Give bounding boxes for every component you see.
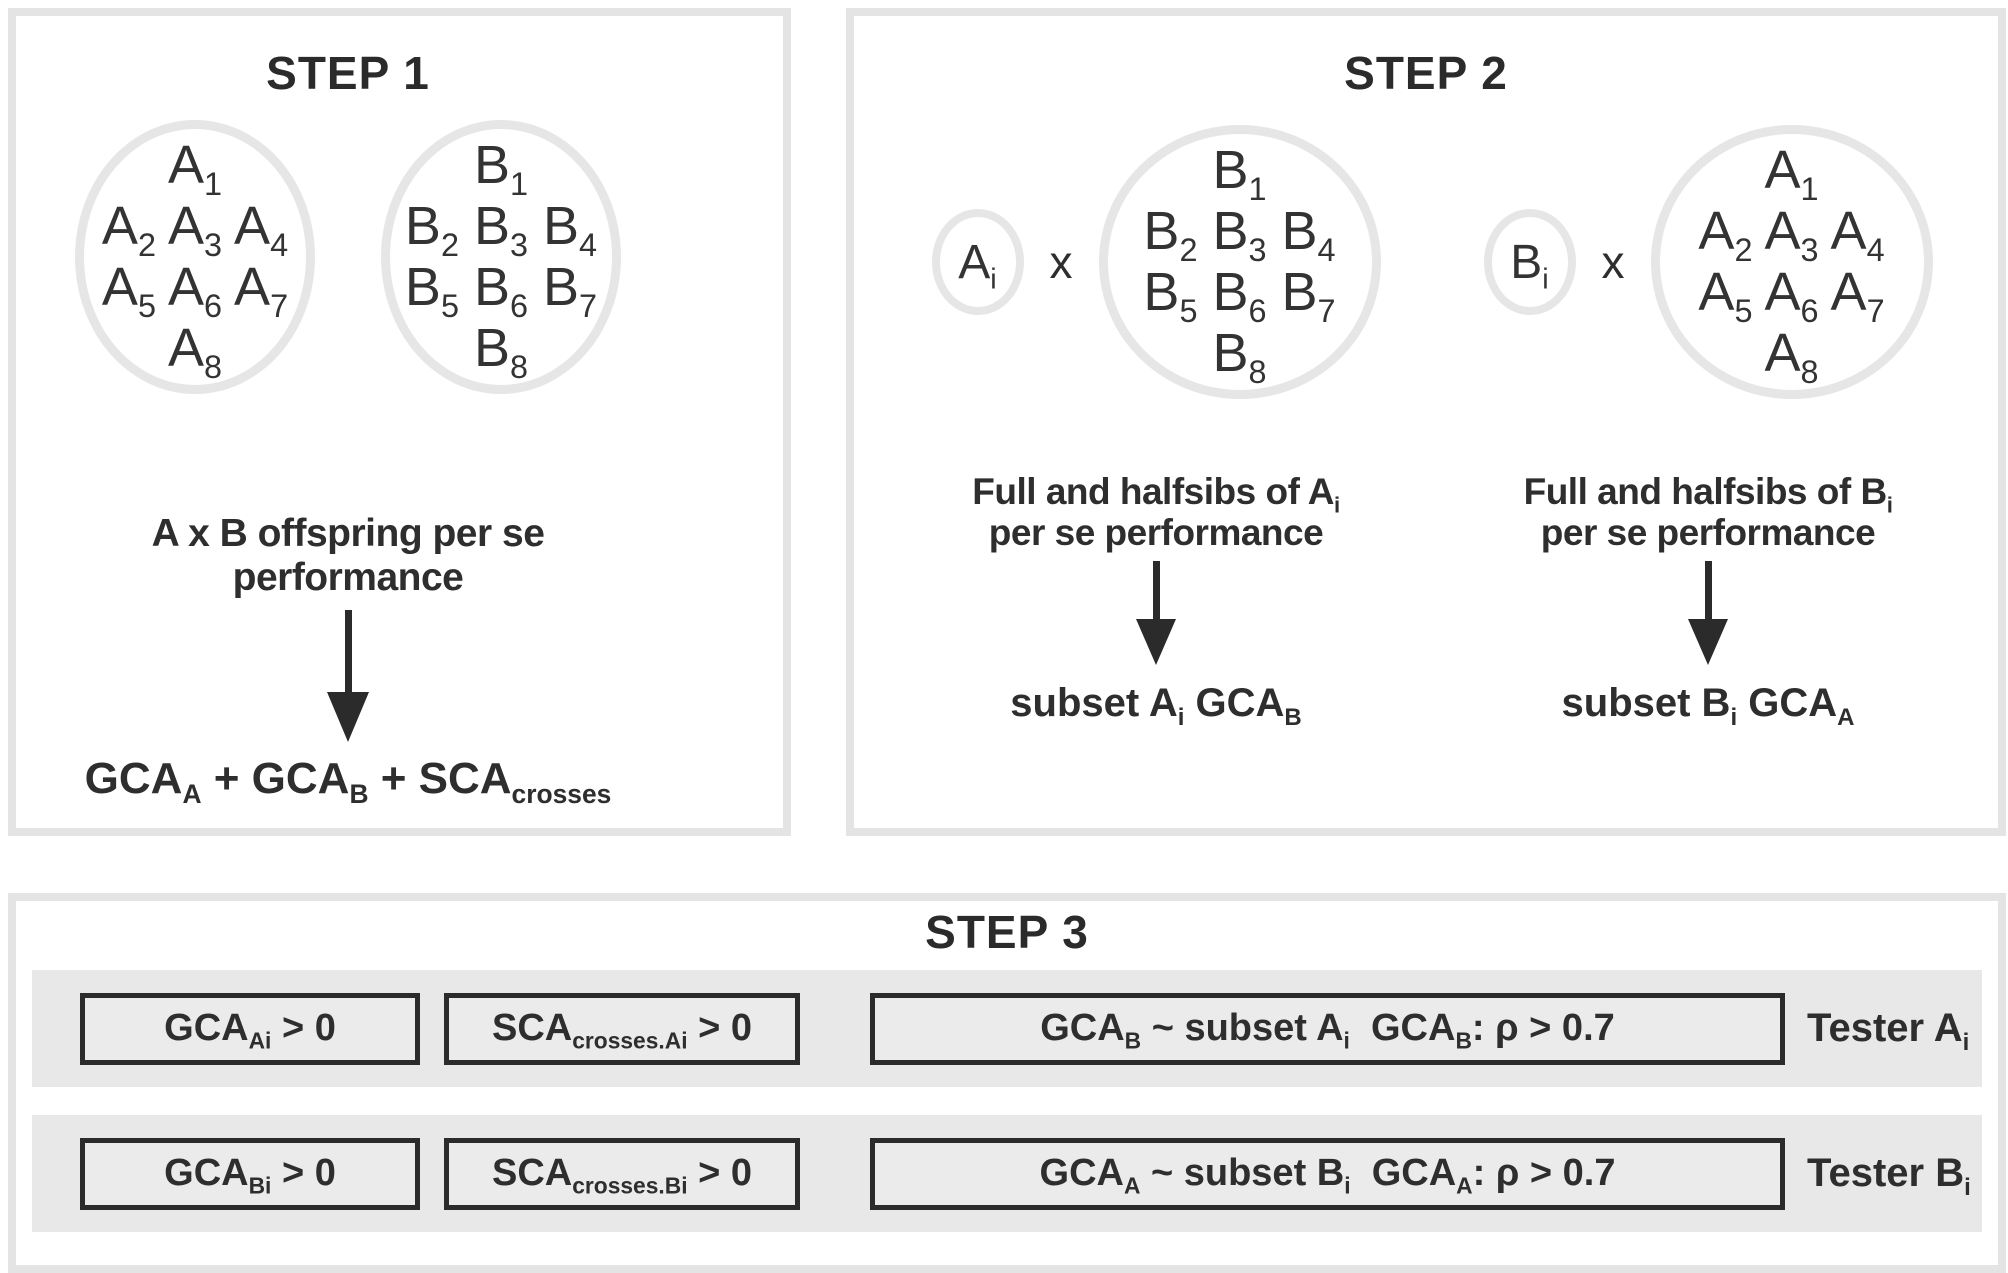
tester-bi-circle: Bi [1483, 209, 1576, 315]
tester-b-row-label: Tester Bi [1807, 1151, 1971, 1201]
pair-a-result: subset Ai GCAB [1010, 681, 1302, 732]
circle-row: B5 B6 B7 [1143, 262, 1336, 329]
circle-row: A8 [167, 318, 223, 385]
cross-symbol: x [1601, 236, 1625, 288]
circle-row: A2 A3 A4 [101, 196, 289, 263]
population-a-circle: A1 A2 A3 A4 A5 A6 A7 A8 [75, 120, 315, 394]
pair-b-result: subset Bi GCAA [1561, 681, 1855, 732]
population-b-members: B1 B2 B3 B4 B5 B6 B7 B8 [404, 135, 598, 385]
step1-content: STEP 1 A1 A2 A3 A4 A5 A6 A7 A8 B1 B2 B3 … [32, 47, 664, 809]
cross-diagram: Bi x A1 A2 A3 A4 A5 A6 A7 A8 [1483, 112, 1933, 412]
step3-title: STEP 3 [925, 906, 1089, 958]
step2-pair-tester-a: Ai x B1 B2 B3 B4 B5 B6 B7 B8 Full and ha… [880, 112, 1432, 732]
population-a-circle: A1 A2 A3 A4 A5 A6 A7 A8 [1650, 125, 1933, 399]
step2-pairs: Ai x B1 B2 B3 B4 B5 B6 B7 B8 Full and ha… [854, 112, 1998, 732]
tester-ai-label: Ai [958, 235, 997, 296]
tester-a-row-label: Tester Ai [1807, 1006, 1970, 1056]
circle-row: A1 [1764, 140, 1819, 207]
circle-row: B8 [1212, 323, 1267, 390]
arrow-head [1688, 619, 1728, 666]
circle-row: B2 B3 B4 [1143, 201, 1336, 268]
down-arrow-icon [32, 610, 664, 742]
condition-text: GCAA ~ subset Bi GCAA: ρ > 0.7 [1039, 1152, 1616, 1199]
population-b-members: B1 B2 B3 B4 B5 B6 B7 B8 [1143, 140, 1336, 390]
step1-caption: A x B offspring per se performance [151, 512, 545, 599]
tester-a-criteria-row: GCAAi > 0 SCAcrosses.Ai > 0 GCAB ~ subse… [32, 970, 1982, 1087]
gca-ai-condition-box: GCAAi > 0 [80, 992, 420, 1065]
circle-row: A5 A6 A7 [1698, 262, 1885, 329]
circle-row: B2 B3 B4 [404, 196, 598, 263]
condition-text: SCAcrosses.Bi > 0 [491, 1152, 752, 1199]
gca-bi-condition-box: GCABi > 0 [80, 1137, 420, 1210]
population-a-members: A1 A2 A3 A4 A5 A6 A7 A8 [101, 135, 289, 385]
down-arrow-icon [1688, 561, 1728, 666]
cross-symbol: x [1049, 236, 1073, 288]
circle-row: A2 A3 A4 [1698, 201, 1885, 268]
arrow-shaft [1704, 561, 1712, 620]
circle-row: A5 A6 A7 [101, 257, 289, 324]
step1-title: STEP 1 [266, 47, 430, 99]
population-b-circle: B1 B2 B3 B4 B5 B6 B7 B8 [381, 120, 621, 394]
circle-row: B1 [473, 135, 529, 202]
tester-ai-circle: Ai [931, 209, 1024, 315]
pair-a-caption: Full and halfsibs of Ai per se performan… [972, 471, 1340, 553]
caption-line-1: Full and halfsibs of Bi [1523, 471, 1893, 518]
arrow-head [327, 692, 369, 742]
step3-panel: STEP 3 GCAAi > 0 SCAcrosses.Ai > 0 GCAB … [8, 893, 2006, 1273]
caption-line-2: per se performance [988, 511, 1324, 553]
arrow-shaft [344, 610, 352, 692]
condition-text: GCABi > 0 [164, 1152, 336, 1199]
circle-row: B1 [1212, 140, 1267, 207]
arrow-head [1136, 619, 1176, 666]
sca-crosses-bi-condition-box: SCAcrosses.Bi > 0 [444, 1137, 800, 1210]
gca-b-correlation-box: GCAB ~ subset Ai GCAB: ρ > 0.7 [870, 992, 1785, 1065]
circle-row: B5 B6 B7 [404, 257, 598, 324]
population-a-members: A1 A2 A3 A4 A5 A6 A7 A8 [1698, 140, 1885, 390]
cross-diagram: Ai x B1 B2 B3 B4 B5 B6 B7 B8 [931, 112, 1381, 412]
step2-title: STEP 2 [1344, 47, 1508, 99]
tester-b-criteria-row: GCABi > 0 SCAcrosses.Bi > 0 GCAA ~ subse… [32, 1115, 1982, 1232]
step1-result: GCAA + GCAB + SCAcrosses [84, 754, 612, 809]
down-arrow-icon [1136, 561, 1176, 666]
caption-line-1: Full and halfsibs of Ai [972, 471, 1340, 518]
step1-panel: STEP 1 A1 A2 A3 A4 A5 A6 A7 A8 B1 B2 B3 … [8, 8, 791, 836]
gca-a-correlation-box: GCAA ~ subset Bi GCAA: ρ > 0.7 [870, 1137, 1785, 1210]
step1-circles-row: A1 A2 A3 A4 A5 A6 A7 A8 B1 B2 B3 B4 B5 B… [32, 120, 664, 394]
caption-line-2: per se performance [1540, 511, 1876, 553]
step2-panel: STEP 2 Ai x B1 B2 B3 B4 B5 B6 B7 B8 [846, 8, 2006, 836]
condition-text: GCAAi > 0 [164, 1007, 336, 1054]
circle-row: A1 [167, 135, 223, 202]
arrow-shaft [1152, 561, 1160, 620]
circle-row: B8 [473, 318, 529, 385]
condition-text: GCAB ~ subset Ai GCAB: ρ > 0.7 [1040, 1007, 1615, 1054]
sca-crosses-ai-condition-box: SCAcrosses.Ai > 0 [444, 992, 800, 1065]
population-b-circle: B1 B2 B3 B4 B5 B6 B7 B8 [1098, 125, 1381, 399]
tester-bi-label: Bi [1510, 235, 1549, 296]
pair-b-caption: Full and halfsibs of Bi per se performan… [1523, 471, 1893, 553]
circle-row: A8 [1764, 323, 1819, 390]
step2-pair-tester-b: Bi x A1 A2 A3 A4 A5 A6 A7 A8 Full and ha… [1432, 112, 1984, 732]
condition-text: SCAcrosses.Ai > 0 [491, 1007, 752, 1054]
